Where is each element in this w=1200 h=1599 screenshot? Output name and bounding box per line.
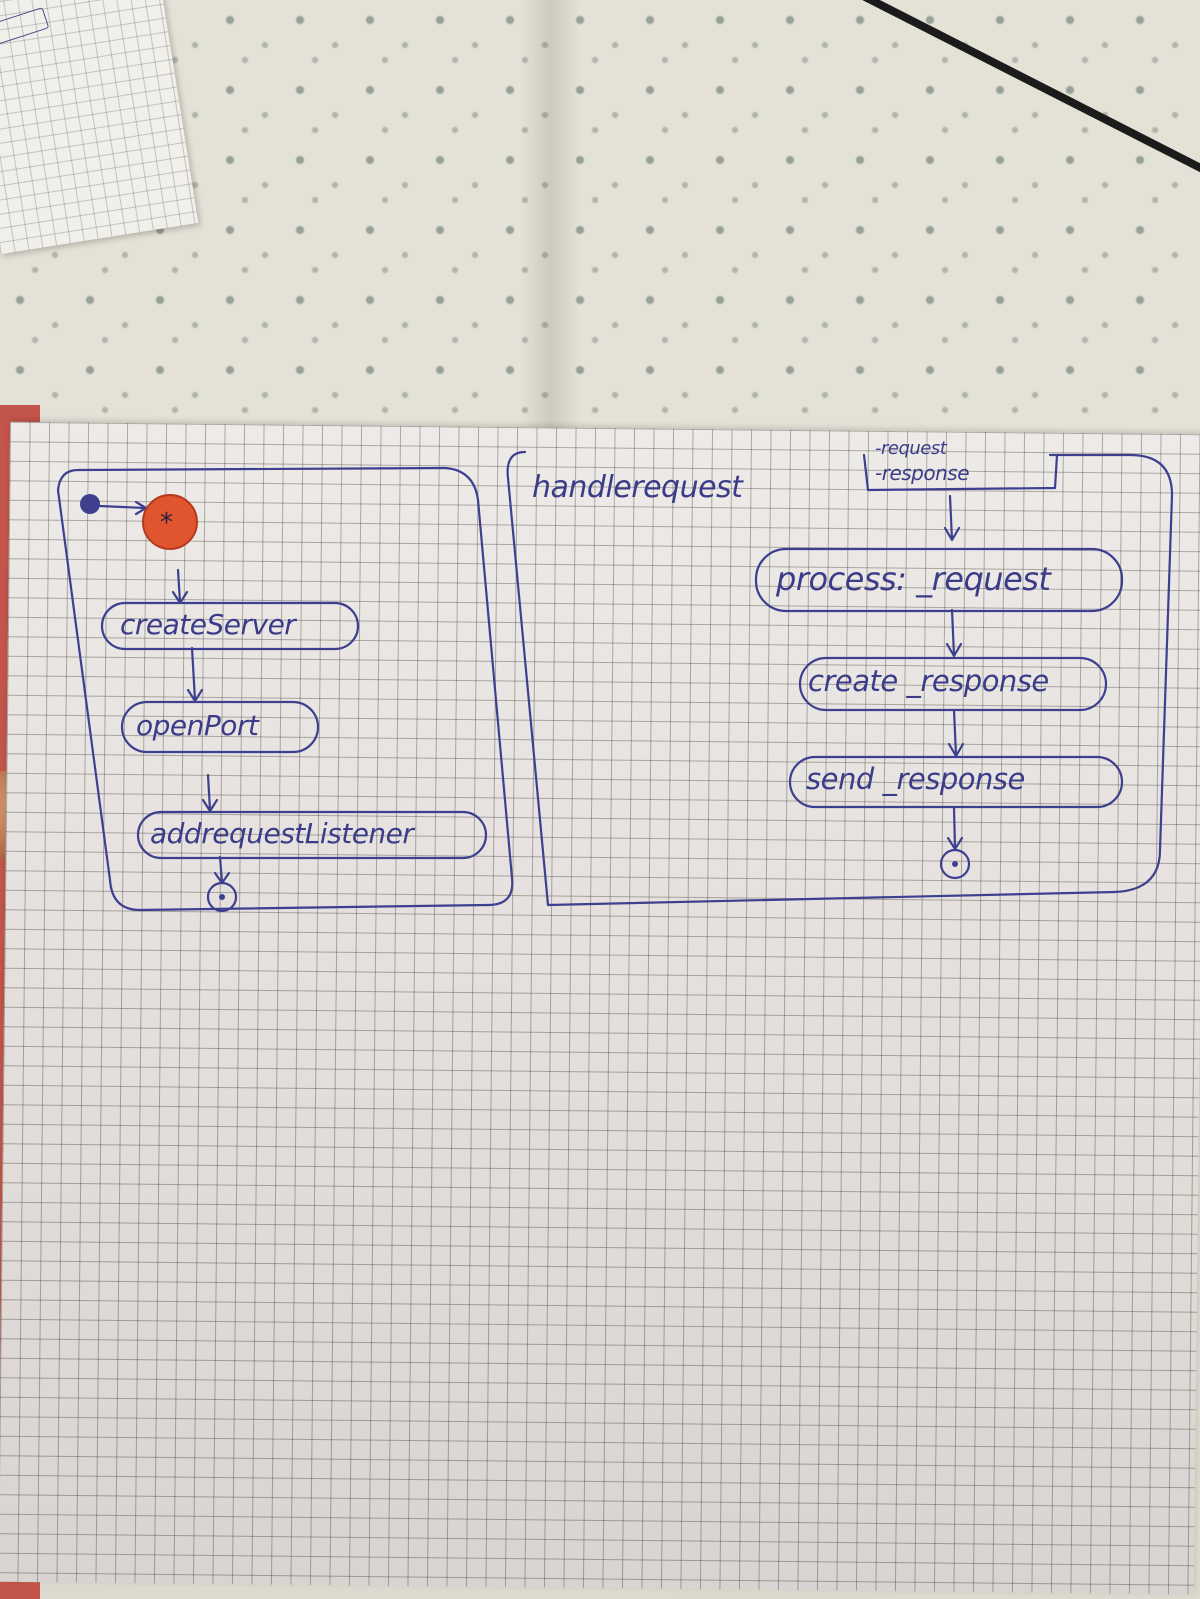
right-final-node bbox=[939, 848, 971, 880]
action-label-create-response: create _response bbox=[808, 664, 1049, 698]
initial-node bbox=[80, 494, 100, 514]
left-final-node-dot bbox=[219, 894, 225, 900]
action-box-send-response bbox=[788, 755, 1124, 809]
activity-name-handlerequest: handlerequest bbox=[532, 470, 743, 505]
action-label-process-request: process: _request bbox=[776, 560, 1051, 598]
action-box-addrequestListener bbox=[136, 810, 488, 860]
arrow-to-addrequestListener bbox=[201, 773, 219, 813]
action-box-createServer bbox=[100, 601, 360, 651]
start-marker-label: * bbox=[160, 508, 173, 538]
arrow-to-send-response bbox=[947, 708, 965, 758]
arrow-to-create-response bbox=[945, 608, 963, 658]
arrow-to-openPort bbox=[186, 646, 204, 703]
arrow-to-right-final bbox=[946, 806, 964, 851]
left-final-node bbox=[206, 881, 238, 913]
action-label-addrequestListener: addrequestListener bbox=[150, 817, 414, 850]
action-box-create-response bbox=[798, 656, 1108, 712]
action-label-createServer: createServer bbox=[120, 608, 296, 641]
action-box-process-request bbox=[754, 547, 1124, 613]
arrow-to-left-final bbox=[213, 855, 231, 885]
start-marker-circle bbox=[142, 494, 198, 550]
fabric-fold bbox=[520, 0, 580, 470]
action-label-openPort: openPort bbox=[136, 709, 259, 742]
initial-arrow bbox=[98, 500, 148, 516]
right-final-node-dot bbox=[952, 861, 958, 867]
right-activity-frame bbox=[506, 450, 1174, 907]
parameter-box bbox=[862, 453, 1059, 492]
parameter-request: -request bbox=[875, 438, 947, 459]
parameter-response: -response bbox=[875, 461, 970, 485]
arrow-to-process-request bbox=[943, 494, 961, 542]
arrow-to-createServer bbox=[171, 568, 189, 605]
action-label-send-response: send _response bbox=[806, 762, 1025, 796]
fabric-background bbox=[0, 0, 1200, 470]
left-activity-frame bbox=[56, 466, 514, 912]
action-box-openPort bbox=[120, 700, 320, 754]
